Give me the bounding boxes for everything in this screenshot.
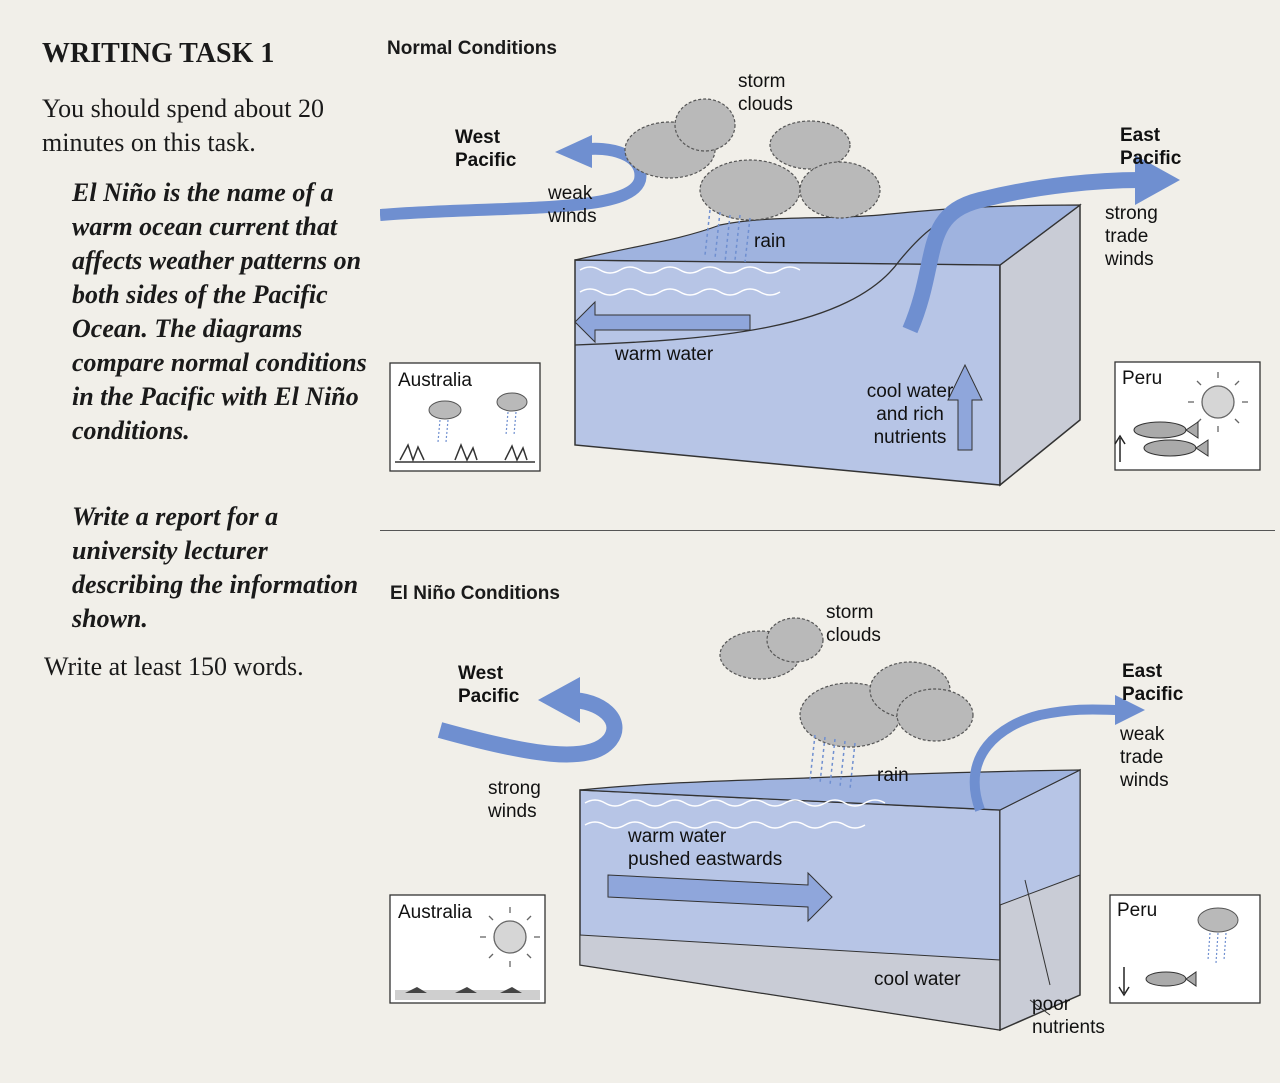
normal-australia-cloud-icon: [428, 392, 528, 420]
elnino-poor-nutrients-label: poor nutrients: [1032, 994, 1105, 1038]
normal-diagram-graphic: [380, 98, 1261, 487]
elnino-australia-label: Australia: [398, 902, 472, 923]
normal-australia-plants-icon: [395, 442, 535, 463]
normal-peru-label: Peru: [1122, 368, 1163, 389]
section-divider: [380, 530, 1275, 531]
task-intro: You should spend about 20 minutes on thi…: [42, 94, 324, 157]
elnino-peru-cloud-icon: [1197, 907, 1239, 933]
elnino-weak-winds-arrowhead: [1115, 695, 1145, 725]
elnino-cool-water-label: cool water: [874, 969, 961, 990]
normal-peru-sun-icon: [1188, 372, 1248, 432]
elnino-storm-clouds-label: storm clouds: [826, 602, 881, 646]
elnino-warm-water-label: warm water pushed eastwards: [628, 826, 783, 870]
elnino-heading: El Niño Conditions: [390, 583, 560, 604]
elnino-east-pacific-label: East Pacific: [1122, 661, 1184, 705]
normal-weak-winds-arrowhead: [555, 135, 592, 168]
elnino-strong-winds-arrowhead: [538, 677, 580, 723]
normal-block-front: [574, 259, 1001, 486]
elnino-strong-winds-label: strong winds: [488, 778, 541, 822]
normal-peru-up-arrow-icon: [1114, 434, 1126, 462]
normal-strong-trade-winds-label: strong trade winds: [1105, 203, 1158, 270]
elnino-west-pacific-label: West Pacific: [458, 663, 520, 707]
elnino-weak-trade-winds-label: weak trade winds: [1120, 724, 1169, 791]
elnino-rain-label: rain: [877, 765, 909, 786]
normal-weak-winds-arrow: [380, 142, 647, 221]
normal-storm-clouds-label: storm clouds: [738, 71, 793, 115]
normal-cool-water-arrow: [947, 363, 983, 451]
elnino-peru-fish-icon: [1145, 971, 1197, 987]
elnino-peru-label: Peru: [1117, 900, 1158, 921]
task-instruction: Write a report for a university lecturer…: [72, 502, 359, 633]
elnino-diagram-graphic: [389, 617, 1261, 1032]
normal-heading: Normal Conditions: [387, 38, 557, 59]
elnino-poor-nutrients-pointer: [1029, 999, 1051, 1016]
normal-rain-icon: [704, 209, 751, 263]
normal-warm-water-arrow: [574, 300, 751, 344]
normal-cool-water-label: cool water and rich nutrients: [866, 381, 954, 448]
elnino-peru-down-arrow-icon: [1118, 967, 1130, 997]
elnino-australia-sun-icon: [480, 907, 540, 967]
normal-strong-winds-arrow: [902, 172, 1141, 334]
elnino-warm-water-arrow: [607, 871, 833, 923]
normal-australia-label: Australia: [398, 370, 472, 391]
elnino-conditions-diagram: El Niño Conditions storm clouds West Pac…: [380, 575, 1280, 1075]
normal-peru-fish-icon: [1133, 421, 1209, 457]
elnino-rain-icon: [809, 734, 856, 790]
normal-strong-winds-arrowhead: [1135, 155, 1180, 205]
normal-conditions-diagram: Normal Conditions storm clouds West Paci…: [380, 30, 1280, 510]
normal-rain-label: rain: [754, 231, 786, 252]
normal-warm-water-label: warm water: [615, 344, 714, 365]
elnino-weak-winds-arrow: [969, 704, 1121, 812]
word-count: Write at least 150 words.: [44, 652, 304, 681]
normal-storm-clouds-icon: [624, 98, 881, 221]
task-title: WRITING TASK 1: [42, 38, 275, 69]
elnino-water-surface: [579, 769, 1081, 811]
normal-weak-winds-label: weak winds: [548, 183, 597, 227]
normal-west-pacific-label: West Pacific: [455, 127, 517, 171]
elnino-strong-winds-arrow: [437, 692, 623, 763]
normal-east-pacific-label: East Pacific: [1120, 125, 1182, 169]
task-prompt: El Niño is the name of a warm ocean curr…: [72, 178, 367, 445]
elnino-australia-dry-ground-icon: [395, 987, 540, 1000]
elnino-storm-clouds-icon: [719, 617, 974, 748]
